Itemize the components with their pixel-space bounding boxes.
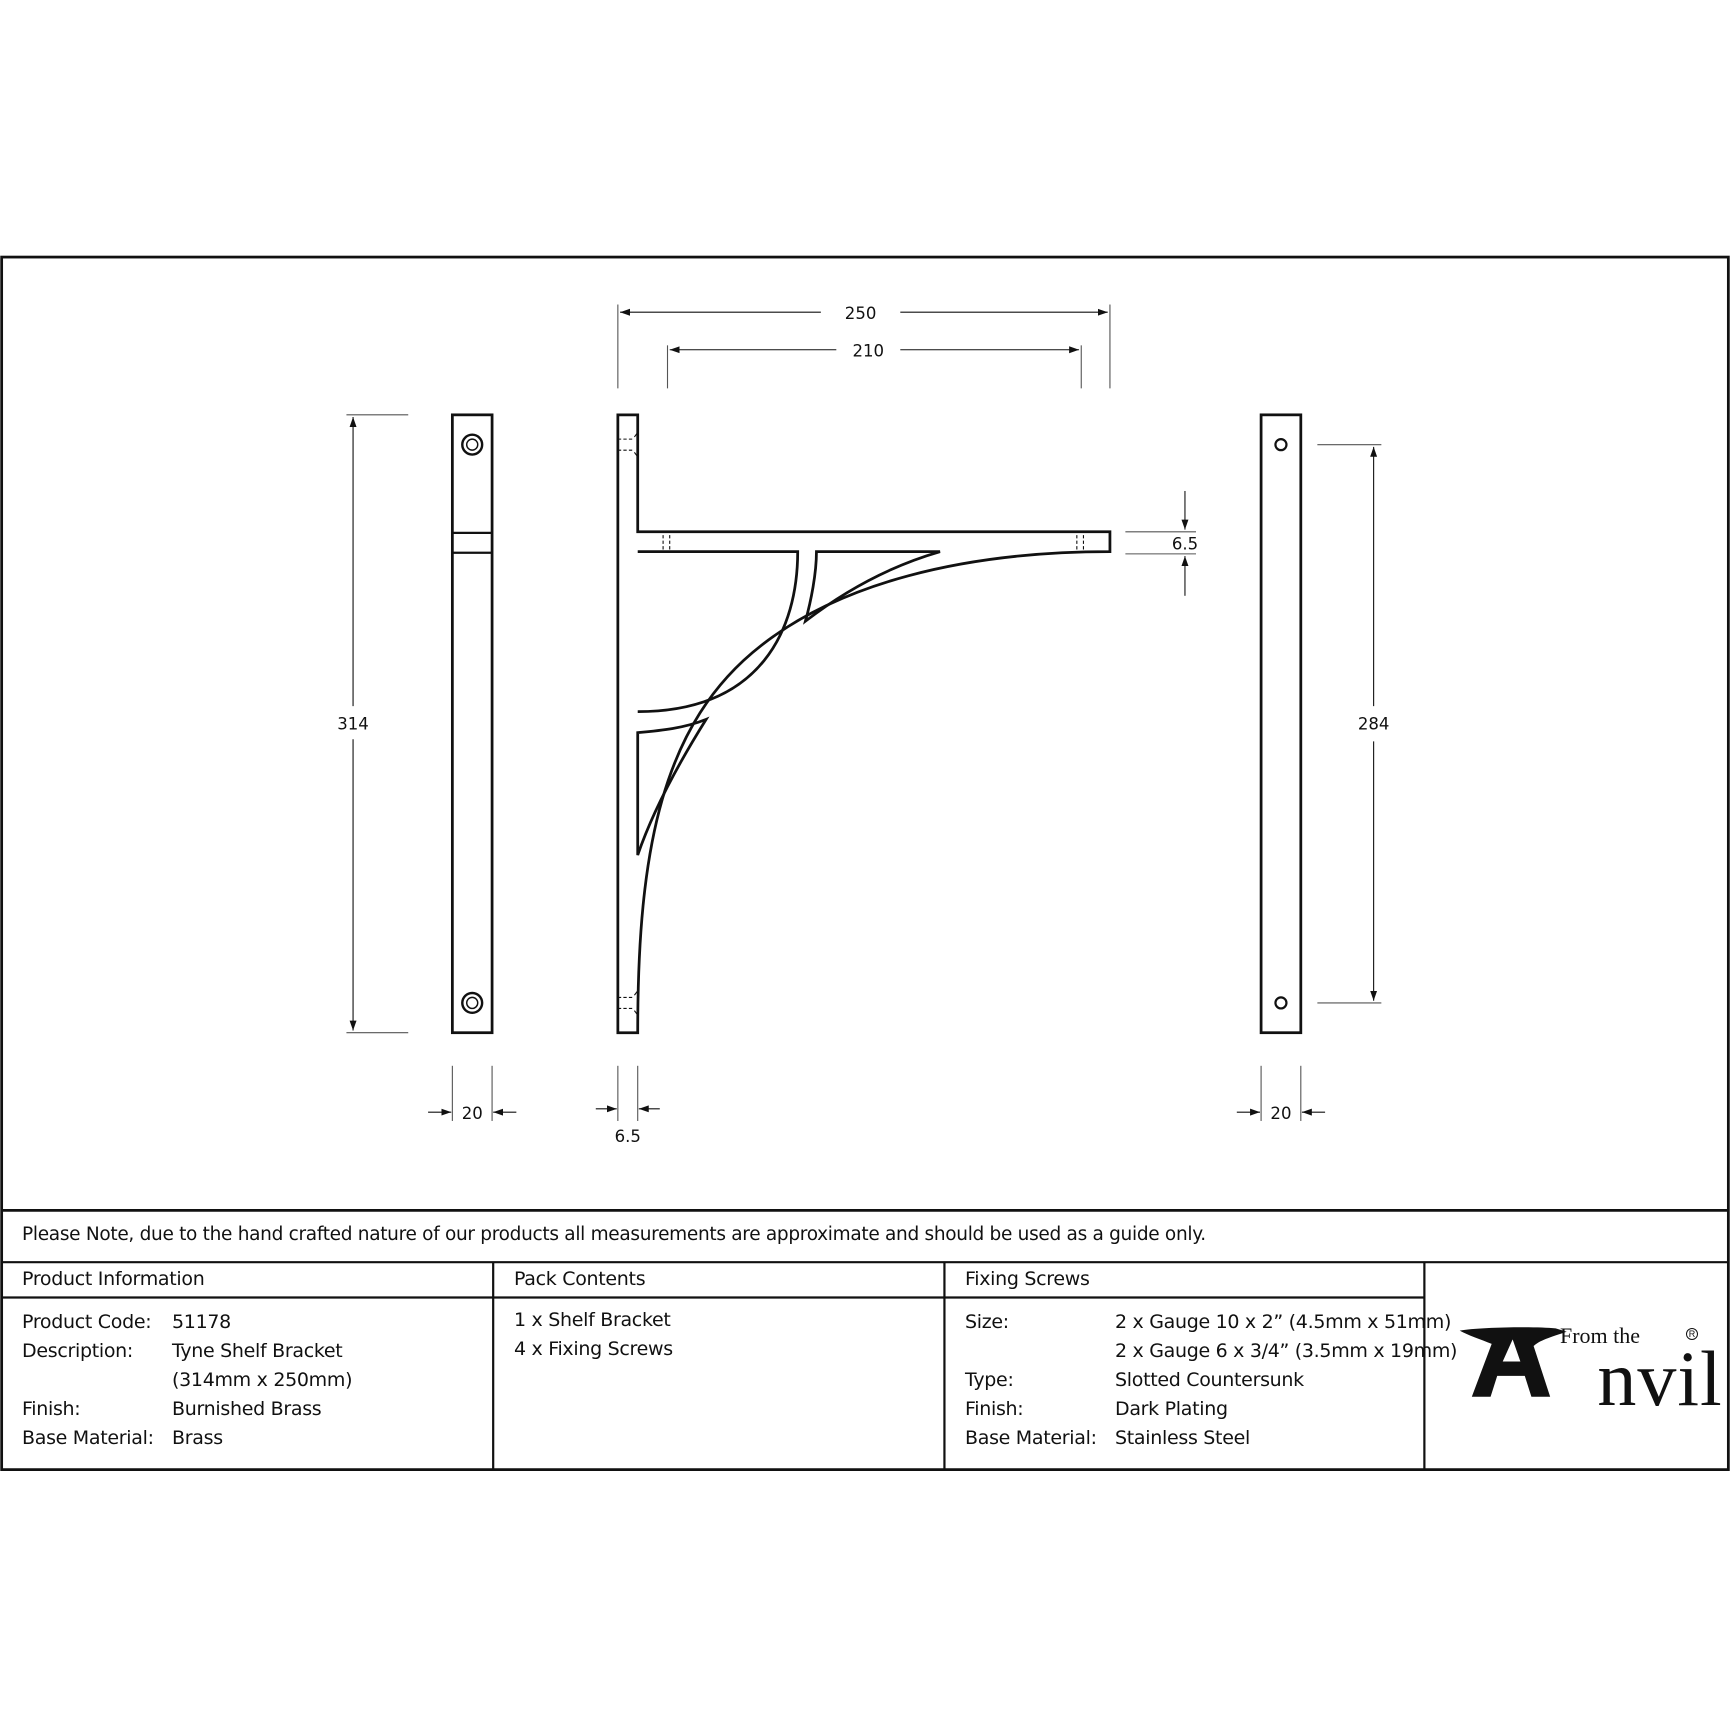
finish-value: Burnished Brass [172,1398,322,1420]
screw-size-value-2: 2 x Gauge 6 x 3/4” (3.5mm x 19mm) [1115,1340,1458,1362]
dim-label-arm-6-5: 6.5 [1172,534,1198,553]
dim-label-314: 314 [337,714,369,733]
dim-label-210: 210 [853,341,885,360]
pack-contents-heading: Pack Contents [514,1268,646,1290]
sheet-frame [0,255,1730,1471]
dim-label-250: 250 [845,304,877,323]
measurement-note: Please Note, due to the hand crafted nat… [22,1224,1206,1245]
front-view [450,413,494,1035]
fixing-screws-heading: Fixing Screws [965,1268,1090,1290]
screw-hole-icon [1274,996,1288,1010]
dim-overall-width [617,304,1111,389]
screw-hole-icon [461,433,484,456]
screw-finish-label: Finish: [965,1398,1024,1420]
product-information-heading: Product Information [22,1268,205,1290]
base-material-value: Brass [172,1427,223,1449]
registered-mark: R [1686,1328,1698,1340]
screw-size-value: 2 x Gauge 10 x 2” (4.5mm x 51mm) [1115,1311,1452,1333]
dim-label-right-20: 20 [1270,1104,1291,1123]
product-code-label: Product Code: [22,1311,152,1333]
screw-hole-icon [1274,438,1288,452]
side-view [616,413,1112,1035]
base-material-label: Base Material: [22,1427,154,1449]
dim-label-left-20: 20 [462,1104,483,1123]
dim-label-284: 284 [1358,714,1390,733]
dim-right-width [1236,1065,1326,1121]
screw-base-material-label: Base Material: [965,1427,1097,1449]
dim-label-side-6-5: 6.5 [615,1127,641,1146]
anvil-icon [1459,1327,1567,1397]
logo-wordmark-rest: nvil [1597,1335,1723,1422]
description-label: Description: [22,1340,134,1362]
description-value: Tyne Shelf Bracket [172,1340,343,1362]
screw-finish-value: Dark Plating [1115,1398,1228,1420]
finish-label: Finish: [22,1398,81,1420]
logo-wordmark: Anvil [1540,1340,1723,1418]
dim-left-width [428,1065,517,1121]
dim-overall-height [346,414,409,1034]
screw-hole-icon [461,991,484,1015]
back-view [1259,413,1303,1035]
pack-item: 1 x Shelf Bracket [514,1309,671,1331]
dim-arm-thickness [1125,490,1196,596]
dim-hole-spacing-width [666,345,1082,389]
screw-base-material-value: Stainless Steel [1115,1427,1250,1449]
description-dimensions-value: (314mm x 250mm) [172,1369,353,1391]
dim-side-thickness [595,1065,660,1121]
screw-type-label: Type: [965,1369,1014,1391]
screw-size-label: Size: [965,1311,1009,1333]
product-code-value: 51178 [172,1311,231,1333]
dim-hole-spacing-height [1317,444,1382,1004]
pack-item: 4 x Fixing Screws [514,1338,673,1360]
logo-tagline: From the [1560,1323,1641,1348]
screw-type-value: Slotted Countersunk [1115,1369,1304,1391]
